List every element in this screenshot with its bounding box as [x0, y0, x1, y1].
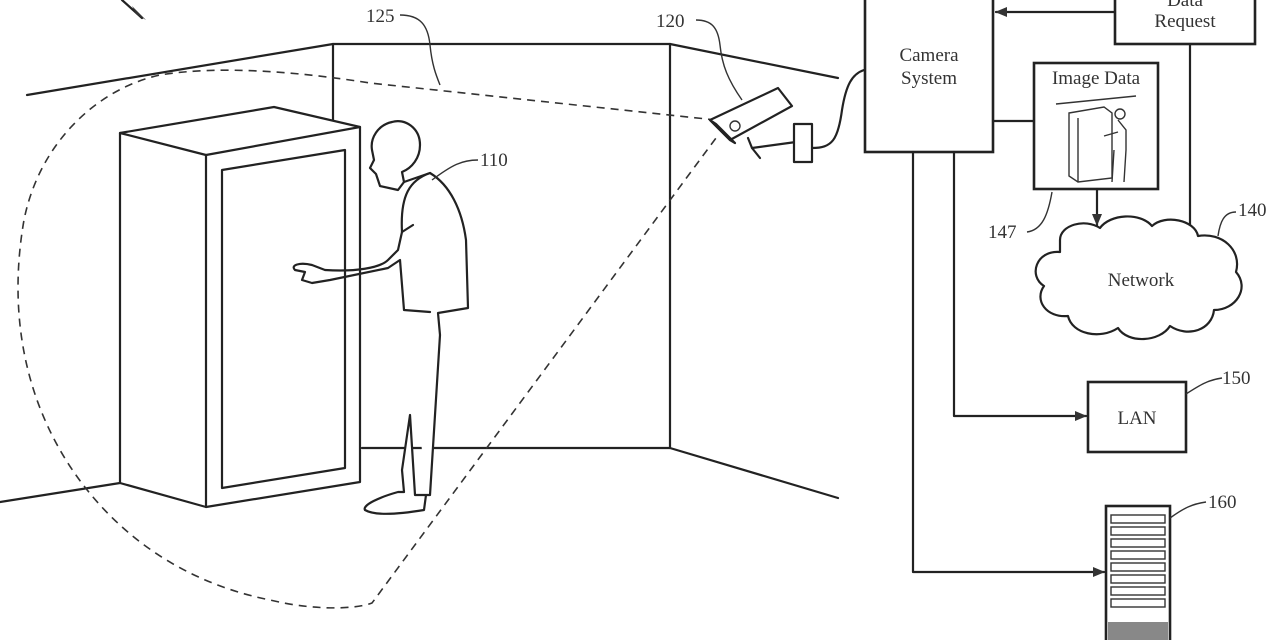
room-walls [0, 42, 840, 504]
person-icon [292, 120, 470, 515]
image-data-label: Image Data [1052, 68, 1141, 89]
camera-system-block: Camera System [863, 0, 995, 154]
ref-140: 140 [1238, 200, 1267, 221]
ref-150: 150 [1222, 368, 1251, 389]
server-rack-icon: 160 [1104, 492, 1237, 640]
cloud-icon: Network 140 [1034, 200, 1267, 341]
security-camera-icon [708, 68, 866, 164]
scene-reference-labels: 125 120 110 [366, 6, 743, 181]
data-request-block: Data Request [994, 0, 1257, 234]
camera-system-label-line2: System [901, 68, 957, 89]
ref-160: 160 [1208, 492, 1237, 513]
ref-147: 147 [988, 222, 1017, 243]
lan-label: LAN [1117, 408, 1156, 429]
ref-110: 110 [480, 150, 508, 171]
camera-system-label-line1: Camera [899, 45, 959, 66]
data-request-label-line2: Request [1154, 11, 1216, 32]
data-request-label-line1: Data [1167, 0, 1203, 11]
cabinet-icon [118, 105, 362, 509]
lan-block: LAN 150 [1086, 368, 1251, 454]
figure-pointer-arrow [120, 0, 146, 20]
ref-125: 125 [366, 6, 395, 27]
network-label: Network [1108, 270, 1175, 291]
connectors [911, 150, 1106, 577]
image-data-block: Image Data 147 [988, 61, 1160, 243]
image-data-thumbnail-icon [1055, 95, 1137, 183]
ref-120: 120 [656, 11, 685, 32]
field-of-view-125 [17, 69, 717, 609]
